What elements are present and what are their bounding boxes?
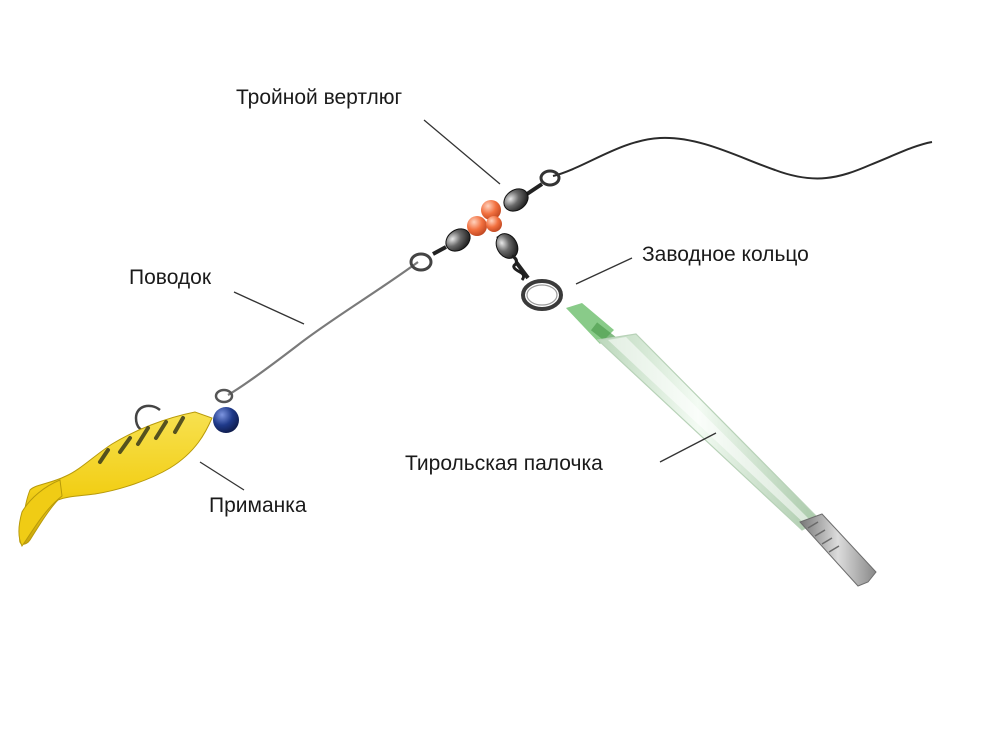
main-line-eye bbox=[539, 169, 561, 187]
split-ring bbox=[521, 279, 563, 311]
callout-line-ring bbox=[575, 257, 633, 285]
label-leader: Поводок bbox=[129, 266, 212, 289]
main-line bbox=[552, 136, 933, 180]
label-split-ring: Заводное кольцо bbox=[642, 243, 809, 266]
leader-line bbox=[227, 261, 419, 396]
leader-eye-bottom bbox=[214, 388, 234, 404]
callout-line-swivel bbox=[423, 119, 501, 185]
triple-swivel bbox=[432, 182, 544, 281]
jig-head bbox=[213, 407, 239, 433]
leader-eye-top bbox=[409, 252, 433, 272]
callout-line-boom bbox=[659, 432, 717, 463]
lure bbox=[18, 404, 239, 547]
orange-beads bbox=[467, 200, 502, 236]
callout-line-leader bbox=[233, 291, 305, 325]
label-lure: Приманка bbox=[209, 494, 307, 517]
label-triple-swivel: Тройной вертлюг bbox=[236, 86, 403, 109]
callout-line-lure bbox=[199, 461, 245, 491]
tyrolean-boom bbox=[566, 303, 877, 587]
label-tyrolean-boom: Тирольская палочка bbox=[405, 452, 603, 475]
